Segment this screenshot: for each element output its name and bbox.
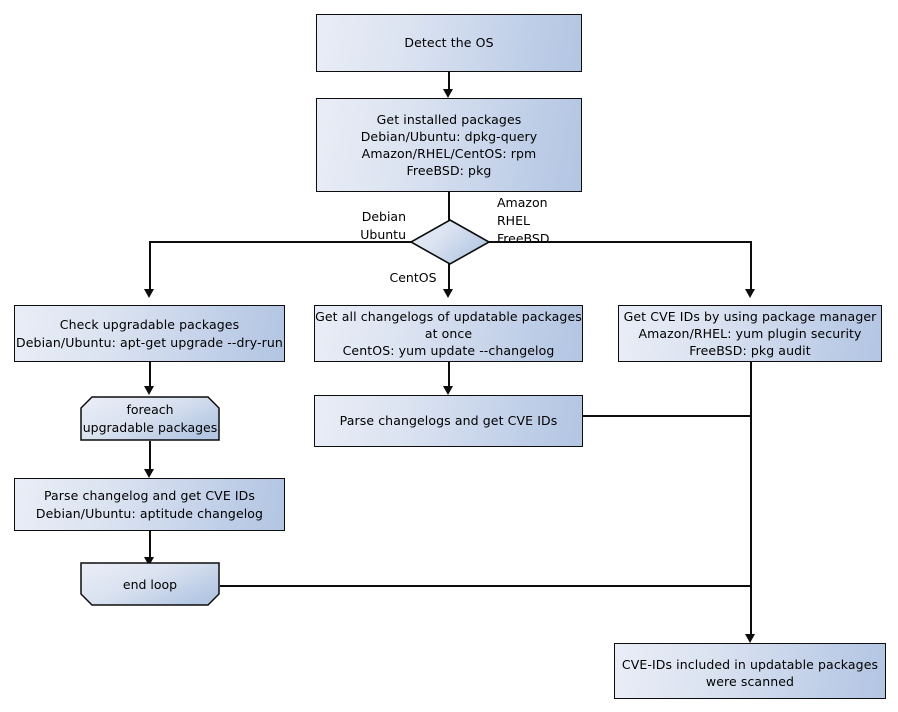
- node-parse-changelog-debian-label: Parse changelog and get CVE IDs Debian/U…: [35, 488, 264, 521]
- arrowhead-parse-to-endloop: [144, 557, 154, 566]
- edge-label-branch-debian: Debian Ubuntu: [360, 209, 406, 242]
- node-get-all-changelogs-label: Get all changelogs of updatable packages…: [315, 308, 582, 359]
- connector-decision-left-branch: [149, 241, 413, 243]
- node-end-loop-label: end loop: [122, 576, 178, 592]
- decision-diamond-icon: [409, 219, 491, 265]
- connector-endloop-to-trunk: [220, 585, 751, 587]
- node-parse-changelogs-centos[interactable]: Parse changelogs and get CVE IDs: [314, 395, 583, 447]
- arrowhead-changelogs-to-parse: [443, 386, 453, 395]
- connector-parse-centos-to-trunk: [582, 415, 751, 417]
- arrowhead-trunk-to-final: [745, 634, 755, 643]
- node-detect-os[interactable]: Detect the OS: [316, 14, 582, 72]
- connector-left-branch-down: [149, 241, 151, 291]
- connector-foreach-to-parse: [149, 441, 151, 471]
- connector-right-branch-down: [750, 241, 752, 291]
- connector-detect-to-packages: [448, 72, 450, 92]
- arrowhead-right-branch: [745, 289, 755, 298]
- node-get-cve-ids-pkgmgr-label: Get CVE IDs by using package manager Ama…: [623, 308, 877, 359]
- arrowhead-centos-branch: [443, 289, 453, 298]
- loop-start-shape-icon: [80, 396, 220, 441]
- connector-packages-to-decision: [448, 192, 450, 222]
- node-foreach-loop[interactable]: foreach upgradable packages: [80, 396, 220, 441]
- node-check-upgradable-label: Check upgradable packages Debian/Ubuntu:…: [16, 317, 283, 350]
- connector-parse-to-endloop: [149, 531, 151, 560]
- node-foreach-loop-label: foreach upgradable packages: [82, 402, 218, 435]
- edge-label-branch-amazon: Amazon RHEL FreeBSD: [497, 195, 550, 246]
- connector-decision-centos-down: [448, 263, 450, 291]
- edge-label-branch-centos: CentOS: [389, 270, 437, 285]
- connector-check-to-foreach: [149, 362, 151, 388]
- connector-right-trunk: [750, 362, 752, 637]
- node-scan-complete-label: CVE-IDs included in updatable packages w…: [621, 657, 879, 690]
- node-get-all-changelogs[interactable]: Get all changelogs of updatable packages…: [314, 305, 583, 362]
- node-check-upgradable[interactable]: Check upgradable packages Debian/Ubuntu:…: [14, 305, 285, 362]
- connector-decision-right-branch: [489, 241, 751, 243]
- node-get-cve-ids-pkgmgr[interactable]: Get CVE IDs by using package manager Ama…: [618, 305, 882, 362]
- node-parse-changelog-debian[interactable]: Parse changelog and get CVE IDs Debian/U…: [14, 478, 285, 531]
- node-detect-os-label: Detect the OS: [404, 35, 494, 51]
- node-end-loop[interactable]: end loop: [80, 562, 220, 607]
- node-get-installed-packages-label: Get installed packages Debian/Ubuntu: dp…: [360, 111, 538, 179]
- node-scan-complete[interactable]: CVE-IDs included in updatable packages w…: [614, 643, 886, 699]
- node-get-installed-packages[interactable]: Get installed packages Debian/Ubuntu: dp…: [316, 98, 582, 192]
- arrowhead-detect-to-packages: [443, 89, 453, 98]
- arrowhead-check-to-foreach: [144, 386, 154, 395]
- arrowhead-foreach-to-parse: [144, 469, 154, 478]
- node-parse-changelogs-centos-label: Parse changelogs and get CVE IDs: [339, 413, 558, 429]
- arrowhead-left-branch: [144, 289, 154, 298]
- node-os-decision[interactable]: [409, 218, 491, 266]
- loop-end-shape-icon: [80, 562, 220, 606]
- connector-changelogs-to-parse: [448, 362, 450, 388]
